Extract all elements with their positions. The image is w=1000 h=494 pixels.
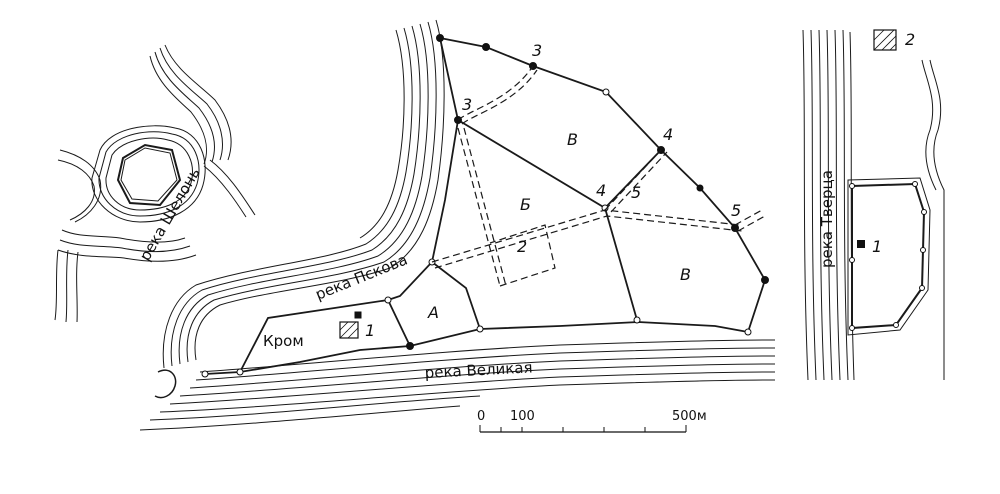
cathedral-hatch [339,321,359,339]
velikaya-bank-wall [204,321,749,375]
legend-2-hatch [873,29,897,51]
zone-a-label: А [427,303,439,322]
zone-v-top-label: В [567,130,578,149]
zone-b-label: Б [520,195,531,214]
wall-number-3-left: 3 [462,95,472,114]
wall-krom-right [387,299,411,347]
wall-number-4-center: 4 [596,181,606,200]
left-bank-stub [154,369,177,399]
right-map: 1 2 река Тверца [802,29,945,381]
tvertsa-river-label: река Тверца [818,170,836,268]
zone-v-bottom-label: В [680,265,691,284]
center-map: река Псковa река Великая Кром А Б В В 3 … [139,19,776,433]
river-velikaya [139,339,776,431]
wall-towers [201,34,769,378]
velikaya-river-label: река Великая [424,358,533,382]
wall-a [431,261,481,330]
wall-3-inner [457,119,638,321]
torzhok-walls [851,182,926,330]
left-river-shelon [54,44,256,323]
torzhok-cathedral-1 [857,240,865,248]
legend-number-2: 2 [905,30,915,49]
torzhok-fortress [847,177,931,336]
scale-tick-0: 0 [477,409,485,424]
old-wall-traces [431,65,766,287]
pskova-bank-wall [239,37,459,373]
left-map: река Шелонь [54,44,256,323]
scale-bar: 0 100 500м [477,409,707,433]
wall-number-5-right: 5 [731,201,741,220]
wall-number-5-center: 5 [631,183,641,202]
torzhok-number-1: 1 [872,237,882,256]
wall-number-4-upper: 4 [663,125,673,144]
river-pskova [162,19,445,369]
porkhov-walls [116,143,182,207]
wall-number-1: 1 [365,321,375,340]
wall-number-3-top: 3 [532,41,542,60]
scale-tick-100: 100 [510,409,535,424]
scale-tick-500: 500м [672,409,707,424]
porkhov-fortress [91,125,206,223]
pskova-river-label: река Псковa [313,250,410,303]
wall-number-2: 2 [517,237,527,256]
krom-label: Кром [263,332,304,350]
shelon-river-label: река Шелонь [136,165,204,264]
